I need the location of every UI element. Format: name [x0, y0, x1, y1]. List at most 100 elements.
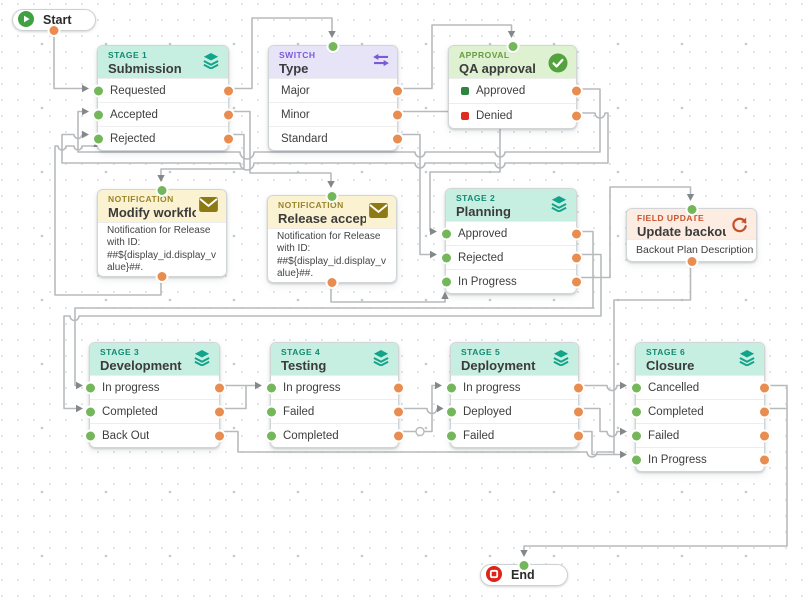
input-port[interactable]	[446, 407, 456, 416]
output-port[interactable]	[759, 383, 769, 392]
output-port[interactable]	[392, 134, 402, 143]
node-stage5-deployment[interactable]: STAGE 5 Deployment In progress Deployed …	[446, 342, 583, 448]
connector-rejected-to-modify-workflow[interactable]	[157, 133, 245, 183]
output-port[interactable]	[573, 383, 583, 392]
connector-planning-inprogress-to-field-update[interactable]	[577, 186, 695, 279]
row-rejected[interactable]: Rejected	[93, 126, 233, 150]
connector-accepted-to-release-accepted[interactable]	[233, 110, 335, 189]
input-port[interactable]	[266, 407, 276, 416]
connector-standard-to-planning[interactable]	[398, 133, 437, 259]
row-completed[interactable]: Completed	[631, 399, 769, 423]
row-in-progress[interactable]: In progress	[85, 375, 224, 399]
row-approved[interactable]: Approved	[449, 78, 581, 103]
input-port[interactable]	[327, 191, 337, 201]
output-port[interactable]	[687, 256, 696, 266]
connector-closure-cancelled-to-end[interactable]	[520, 384, 788, 558]
row-in-progress[interactable]: In progress	[266, 375, 403, 399]
input-port[interactable]	[85, 431, 95, 440]
output-port[interactable]	[393, 383, 403, 392]
input-port[interactable]	[93, 86, 103, 95]
row-minor[interactable]: Minor	[269, 102, 402, 126]
output-port[interactable]	[571, 86, 581, 96]
start-node[interactable]: Start	[12, 9, 96, 35]
row-standard[interactable]: Standard	[269, 126, 402, 150]
connector-planning-approved-to-development[interactable]	[74, 230, 594, 390]
row-completed[interactable]: Completed	[85, 399, 224, 423]
node-notification-release-accepted[interactable]: NOTIFICATION Release accepted Notificati…	[267, 191, 397, 287]
output-port[interactable]	[157, 271, 167, 281]
input-port[interactable]	[631, 431, 641, 440]
connector-deploy-inprogress-to-closure[interactable]	[579, 381, 627, 392]
connector-major-to-approval[interactable]	[398, 24, 516, 90]
connector-start-to-requested[interactable]	[53, 31, 89, 93]
connector-release-accepted-to-planning[interactable]	[330, 282, 449, 303]
node-stage6-closure[interactable]: STAGE 6 Closure Cancelled Completed Fail…	[631, 342, 769, 472]
input-port[interactable]	[266, 431, 276, 440]
node-approval-qa[interactable]: APPROVAL QA approval Approved Denied	[448, 41, 581, 129]
input-port[interactable]	[93, 110, 103, 119]
output-port[interactable]	[214, 407, 224, 416]
input-port[interactable]	[441, 277, 451, 286]
output-port[interactable]	[223, 110, 233, 119]
output-port[interactable]	[573, 407, 583, 416]
connector-dev-completed-merge[interactable]	[220, 385, 247, 410]
input-port[interactable]	[93, 134, 103, 143]
row-failed[interactable]: Failed	[266, 399, 403, 423]
output-port[interactable]	[327, 277, 337, 287]
node-switch-type[interactable]: SWITCH Type Major Minor Standard	[268, 41, 402, 151]
output-port[interactable]	[214, 383, 224, 392]
output-port[interactable]	[49, 25, 59, 35]
row-failed[interactable]: Failed	[446, 423, 583, 447]
connector-planning-rejected-to-development[interactable]	[63, 253, 602, 413]
output-port[interactable]	[392, 110, 402, 119]
node-stage3-development[interactable]: STAGE 3 Development In progress Complete…	[85, 342, 224, 448]
input-port[interactable]	[328, 41, 338, 51]
connector-testing-failed-to-deployed[interactable]	[399, 404, 444, 415]
input-port[interactable]	[446, 431, 456, 440]
connector-dev-inprogress-to-testing[interactable]	[220, 381, 262, 390]
row-in-progress[interactable]: In Progress	[441, 269, 581, 293]
connector-testing-completed-to-deployment[interactable]	[399, 381, 442, 437]
connector-requested-to-switch[interactable]	[233, 17, 336, 90]
connector-denied-to-rejected[interactable]	[61, 112, 609, 171]
row-major[interactable]: Major	[269, 78, 402, 102]
output-port[interactable]	[759, 431, 769, 440]
node-stage4-testing[interactable]: STAGE 4 Testing In progress Failed Compl…	[266, 342, 403, 448]
row-accepted[interactable]: Accepted	[93, 102, 233, 126]
input-port[interactable]	[85, 407, 95, 416]
row-in-progress[interactable]: In progress	[446, 375, 583, 399]
input-port[interactable]	[631, 383, 641, 392]
connector-backout-merge[interactable]	[220, 430, 614, 458]
input-port[interactable]	[508, 41, 517, 51]
connector-approved-to-accepted[interactable]	[77, 88, 601, 160]
input-port[interactable]	[441, 253, 451, 262]
row-approved[interactable]: Approved	[441, 221, 581, 245]
row-requested[interactable]: Requested	[93, 78, 233, 102]
output-port[interactable]	[571, 253, 581, 262]
output-port[interactable]	[759, 455, 769, 464]
row-failed[interactable]: Failed	[631, 423, 769, 447]
connector-deploy-failed-merge[interactable]	[579, 430, 614, 456]
input-port[interactable]	[519, 560, 529, 570]
row-denied[interactable]: Denied	[449, 103, 581, 128]
row-rejected[interactable]: Rejected	[441, 245, 581, 269]
output-port[interactable]	[214, 431, 224, 440]
node-field-update-backout[interactable]: FIELD UPDATE Update backout p... Backout…	[626, 204, 757, 266]
output-port[interactable]	[392, 86, 402, 95]
row-in-progress[interactable]: In Progress	[631, 447, 769, 471]
output-port[interactable]	[571, 277, 581, 286]
input-port[interactable]	[85, 383, 95, 392]
output-port[interactable]	[223, 86, 233, 95]
input-port[interactable]	[446, 383, 456, 392]
input-port[interactable]	[687, 204, 696, 214]
input-port[interactable]	[441, 229, 451, 238]
output-port[interactable]	[393, 431, 403, 440]
connector-field-update-to-closure[interactable]	[613, 263, 692, 459]
input-port[interactable]	[631, 455, 641, 464]
input-port[interactable]	[631, 407, 641, 416]
input-port[interactable]	[266, 383, 276, 392]
output-port[interactable]	[223, 134, 233, 143]
row-cancelled[interactable]: Cancelled	[631, 375, 769, 399]
output-port[interactable]	[393, 407, 403, 416]
